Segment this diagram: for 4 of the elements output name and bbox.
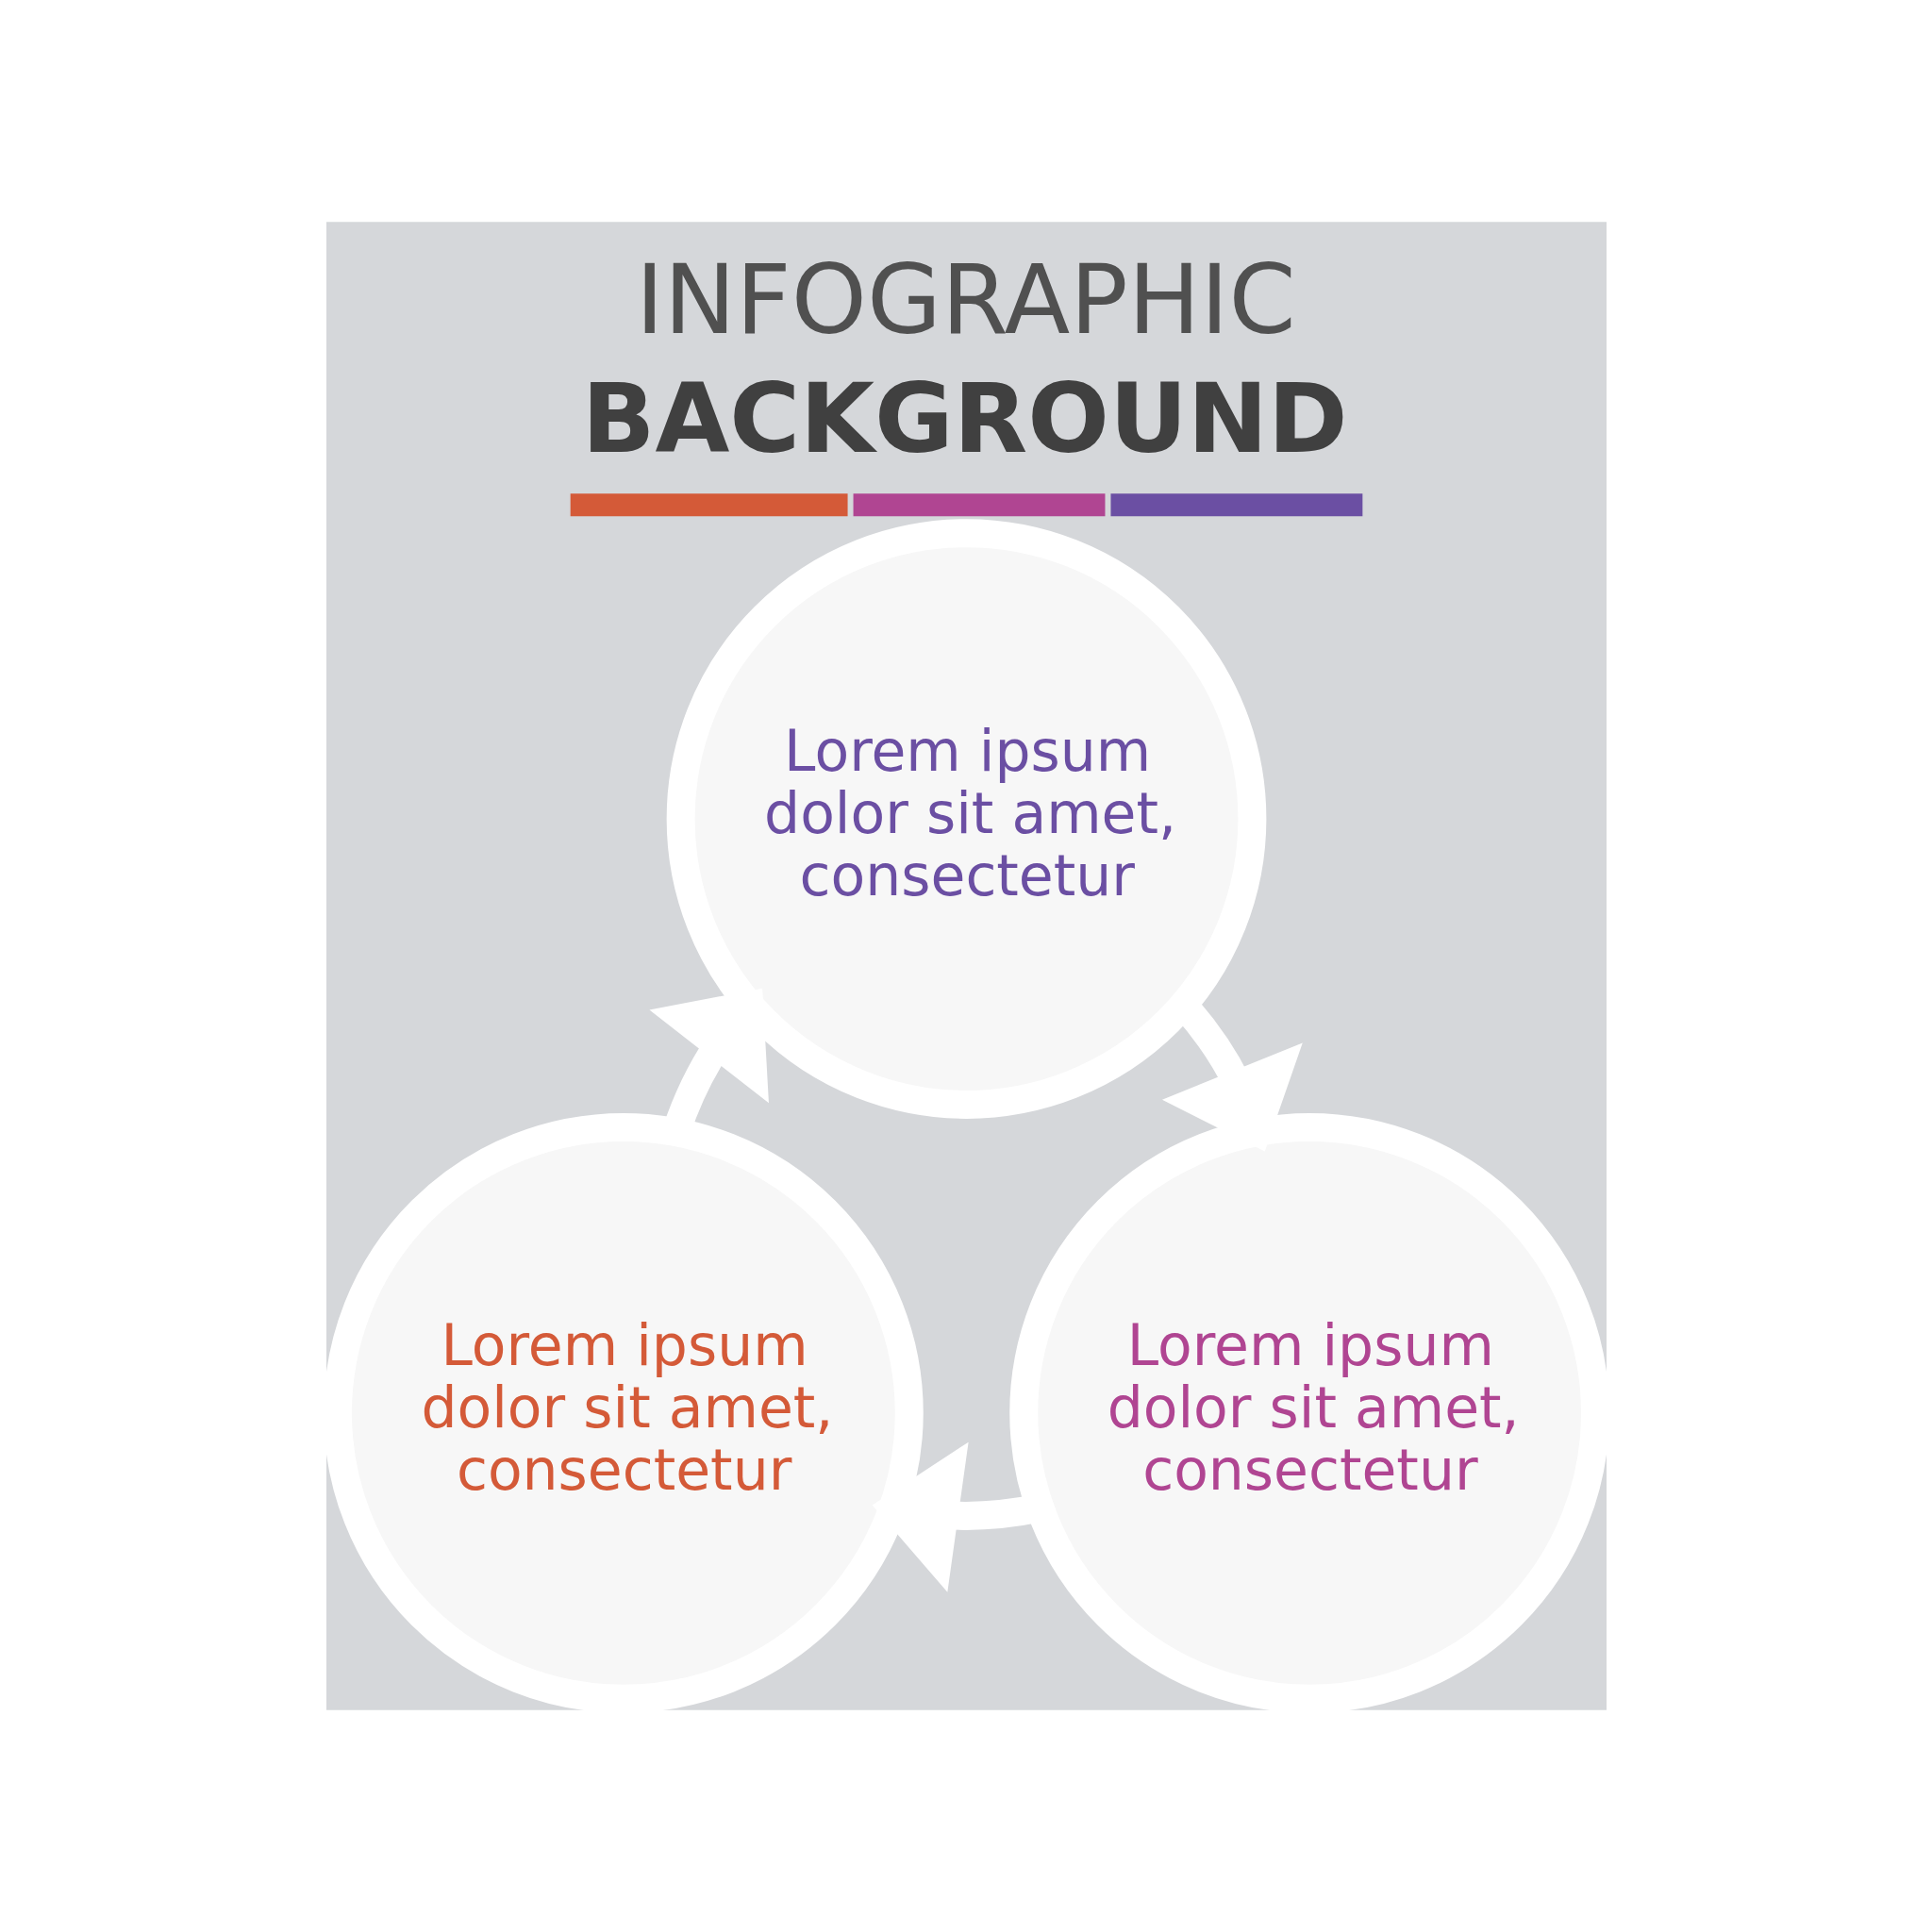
node-circle: Lorem ipsum dolor sit amet, consectetur (325, 1112, 924, 1710)
node-circle: Lorem ipsum dolor sit amet, consectetur (1008, 1112, 1607, 1710)
diagram-title: INFOGRAPHIC BACKGROUND (581, 242, 1348, 475)
node-circle: Lorem ipsum dolor sit amet, consectetur (666, 519, 1266, 1119)
